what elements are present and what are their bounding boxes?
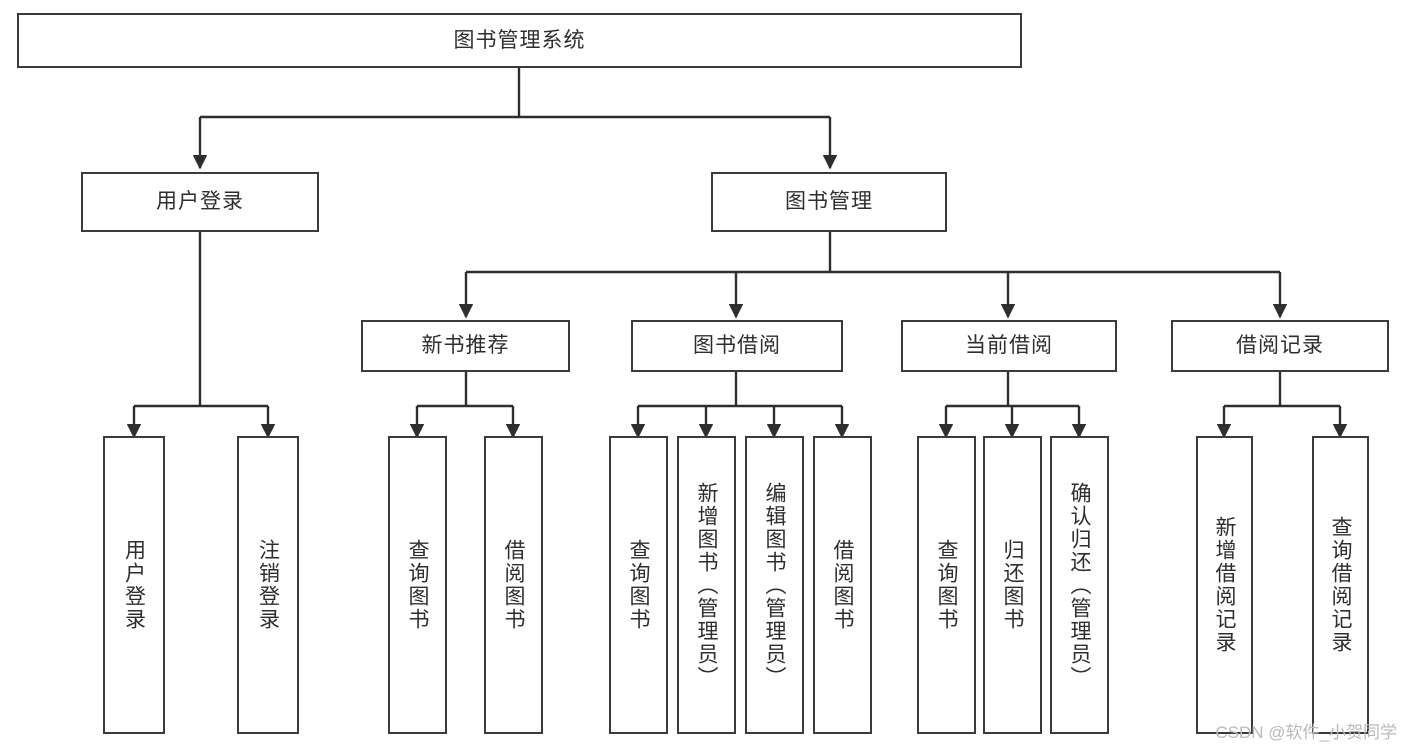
leaf-logout[interactable]: 注销登录	[237, 436, 299, 734]
node-borrow-records[interactable]: 借阅记录	[1171, 320, 1389, 372]
leaf-borrow-books-borrow-label: 借阅图书	[831, 539, 855, 631]
leaf-return-books-label: 归还图书	[1001, 539, 1025, 631]
node-new-book-recommend-label: 新书推荐	[421, 334, 510, 358]
leaf-query-books-borrow-label: 查询图书	[627, 539, 651, 631]
node-user-login[interactable]: 用户登录	[81, 172, 319, 232]
leaf-borrow-books-newbook-label: 借阅图书	[502, 539, 526, 631]
leaf-borrow-books-newbook[interactable]: 借阅图书	[484, 436, 543, 734]
leaf-borrow-books-borrow[interactable]: 借阅图书	[813, 436, 872, 734]
leaf-query-borrow-record[interactable]: 查询借阅记录	[1312, 436, 1369, 734]
leaf-query-borrow-record-label: 查询借阅记录	[1329, 516, 1353, 654]
leaf-edit-book-admin-label: 编辑图书（管理员）	[763, 481, 787, 689]
leaf-add-borrow-record[interactable]: 新增借阅记录	[1196, 436, 1253, 734]
node-root[interactable]: 图书管理系统	[17, 13, 1022, 68]
leaf-logout-label: 注销登录	[256, 539, 280, 631]
leaf-query-books-newbook[interactable]: 查询图书	[388, 436, 447, 734]
node-new-book-recommend[interactable]: 新书推荐	[361, 320, 570, 372]
node-user-login-label: 用户登录	[156, 190, 244, 214]
csdn-watermark: CSDN @软件_小贺同学	[1215, 723, 1397, 742]
leaf-return-books[interactable]: 归还图书	[983, 436, 1042, 734]
leaf-query-books-borrow[interactable]: 查询图书	[609, 436, 668, 734]
node-book-management[interactable]: 图书管理	[711, 172, 947, 232]
leaf-query-books-current[interactable]: 查询图书	[917, 436, 976, 734]
node-book-borrow-label: 图书借阅	[693, 334, 781, 358]
leaf-edit-book-admin[interactable]: 编辑图书（管理员）	[745, 436, 804, 734]
node-root-label: 图书管理系统	[453, 28, 586, 52]
node-current-borrow-label: 当前借阅	[965, 334, 1053, 358]
leaf-query-books-current-label: 查询图书	[935, 539, 959, 631]
node-borrow-records-label: 借阅记录	[1236, 334, 1324, 358]
leaf-add-book-admin[interactable]: 新增图书（管理员）	[677, 436, 736, 734]
leaf-add-book-admin-label: 新增图书（管理员）	[695, 481, 719, 689]
leaf-user-login-label: 用户登录	[122, 539, 146, 631]
leaf-add-borrow-record-label: 新增借阅记录	[1213, 516, 1237, 654]
leaf-confirm-return-admin-label: 确认归还（管理员）	[1068, 481, 1092, 689]
node-book-management-label: 图书管理	[785, 190, 873, 214]
leaf-user-login[interactable]: 用户登录	[103, 436, 165, 734]
node-current-borrow[interactable]: 当前借阅	[901, 320, 1117, 372]
leaf-query-books-newbook-label: 查询图书	[406, 539, 430, 631]
node-book-borrow[interactable]: 图书借阅	[631, 320, 843, 372]
leaf-confirm-return-admin[interactable]: 确认归还（管理员）	[1050, 436, 1109, 734]
